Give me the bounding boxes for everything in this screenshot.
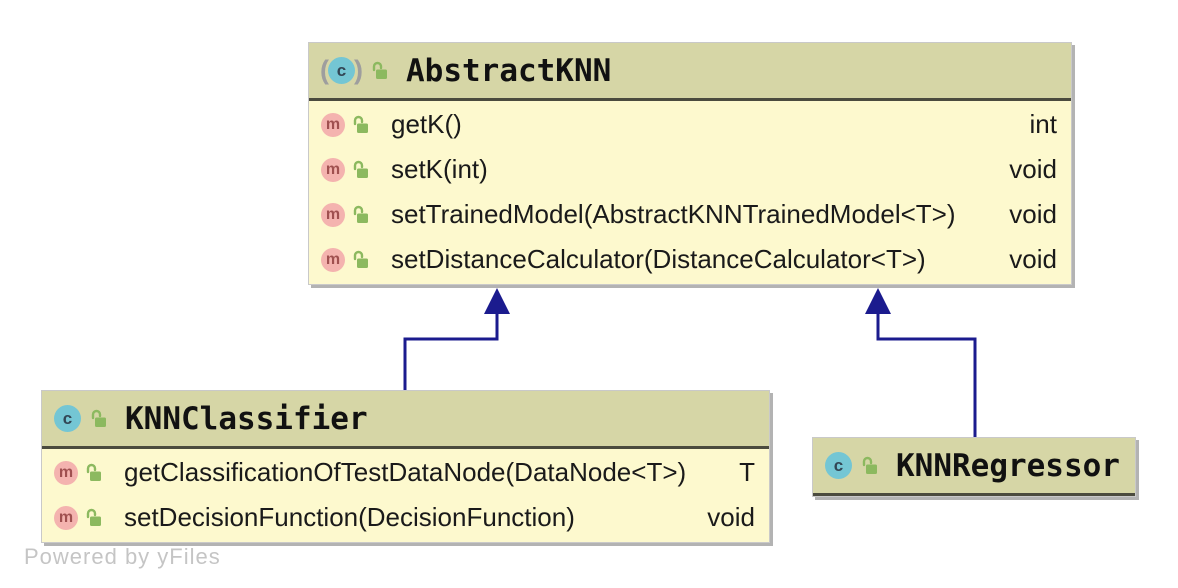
class-node-knnclassifier[interactable]: c KNNClassifier m getClassificationOfTes… xyxy=(41,390,770,543)
class-node-abstractknn[interactable]: ( c ) AbstractKNN m getK() int m xyxy=(308,42,1072,285)
method-signature: setDistanceCalculator(DistanceCalculator… xyxy=(391,244,926,274)
inheritance-arrowhead xyxy=(865,288,891,314)
edge-knnclassifier-to-abstractknn xyxy=(403,288,510,390)
class-title: AbstractKNN xyxy=(406,52,612,89)
inheritance-arrowhead xyxy=(484,288,510,314)
yfiles-watermark: Powered by yFiles xyxy=(24,544,221,569)
method-icon: m xyxy=(54,505,78,530)
method-return-type: void xyxy=(707,502,755,532)
abstract-class-icon: ( c ) xyxy=(320,55,363,85)
class-header-knnclassifier[interactable]: c KNNClassifier xyxy=(42,391,769,449)
public-open-lock-icon xyxy=(353,115,368,133)
class-node-knnregressor[interactable]: c KNNRegressor xyxy=(812,437,1136,497)
class-header-knnregressor[interactable]: c KNNRegressor xyxy=(813,438,1135,496)
method-signature: setK(int) xyxy=(391,154,488,184)
public-open-lock-icon xyxy=(353,205,368,223)
method-row-setdistancecalculator[interactable]: m setDistanceCalculator(DistanceCalculat… xyxy=(309,237,1071,282)
class-letter-badge: c xyxy=(54,405,81,432)
public-open-lock-icon xyxy=(91,409,106,427)
method-icon: m xyxy=(321,247,345,272)
public-open-lock-icon xyxy=(86,508,101,526)
method-row-settrainedmodel[interactable]: m setTrainedModel(AbstractKNNTrainedMode… xyxy=(309,192,1071,237)
method-signature: setTrainedModel(AbstractKNNTrainedModel<… xyxy=(391,199,956,229)
class-title: KNNClassifier xyxy=(125,400,368,437)
method-list: m getClassificationOfTestDataNode(DataNo… xyxy=(42,449,769,542)
class-title: KNNRegressor xyxy=(896,447,1120,484)
edge-knnregressor-to-abstractknn xyxy=(865,288,977,437)
method-row-getclassification[interactable]: m getClassificationOfTestDataNode(DataNo… xyxy=(42,450,769,495)
method-icon: m xyxy=(321,112,345,137)
method-return-type: T xyxy=(739,457,755,487)
public-open-lock-icon xyxy=(353,160,368,178)
class-letter-badge: c xyxy=(825,452,852,479)
method-signature: setDecisionFunction(DecisionFunction) xyxy=(124,502,575,532)
class-letter-badge: c xyxy=(328,57,355,84)
method-icon: m xyxy=(321,202,345,227)
method-icon: m xyxy=(54,460,78,485)
method-return-type: void xyxy=(1009,244,1057,274)
method-return-type: void xyxy=(1009,154,1057,184)
method-signature: getClassificationOfTestDataNode(DataNode… xyxy=(124,457,687,487)
class-header-abstractknn[interactable]: ( c ) AbstractKNN xyxy=(309,43,1071,101)
public-open-lock-icon xyxy=(86,463,101,481)
method-signature: getK() xyxy=(391,109,462,139)
abstract-paren-open: ( xyxy=(320,55,329,85)
method-icon: m xyxy=(321,157,345,182)
public-open-lock-icon xyxy=(353,250,368,268)
method-row-setk[interactable]: m setK(int) void xyxy=(309,147,1071,192)
method-list: m getK() int m setK(int) void m xyxy=(309,101,1071,284)
abstract-paren-close: ) xyxy=(354,55,363,85)
method-return-type: int xyxy=(1029,109,1057,139)
class-icon: c xyxy=(825,452,852,479)
method-return-type: void xyxy=(1009,199,1057,229)
method-row-setdecisionfunction[interactable]: m setDecisionFunction(DecisionFunction) … xyxy=(42,495,769,540)
class-icon: c xyxy=(54,405,81,432)
public-open-lock-icon xyxy=(862,456,877,474)
method-row-getk[interactable]: m getK() int xyxy=(309,102,1071,147)
public-open-lock-icon xyxy=(372,61,387,79)
